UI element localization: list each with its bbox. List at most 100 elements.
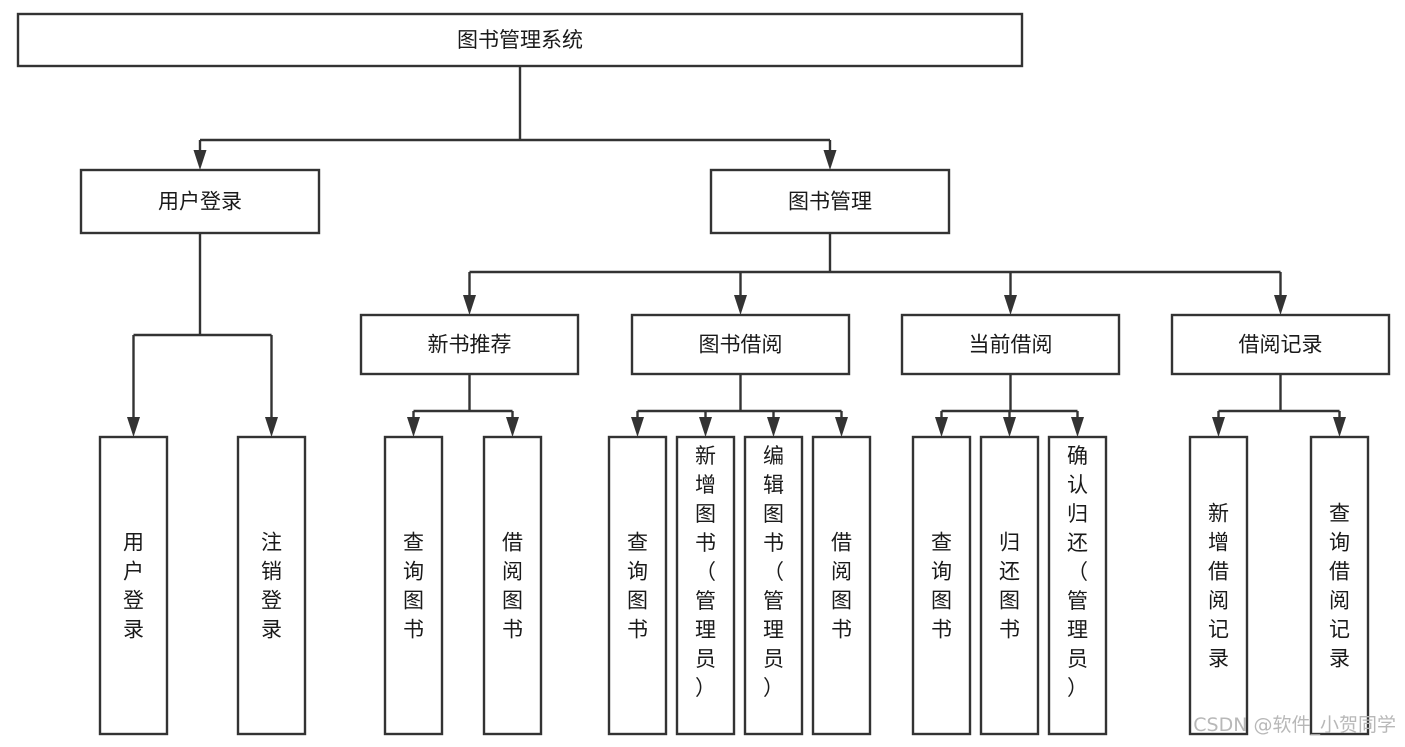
node-box-borrow-record — [1170, 313, 1391, 376]
label-char: 认 — [1067, 473, 1088, 497]
node-leaf-user-login[interactable]: 用户登录 — [98, 435, 169, 736]
node-box-leaf-return-book — [979, 435, 1040, 736]
node-borrow-record[interactable]: 借阅记录 — [1170, 313, 1391, 376]
label-char: （ — [695, 560, 716, 584]
node-box-leaf-edit-book — [743, 435, 804, 736]
label-char: 书 — [831, 618, 852, 642]
edge-group-current-borrow — [935, 374, 1084, 437]
label-char: 员 — [1067, 647, 1088, 671]
label-char: 录 — [123, 618, 144, 642]
node-user-login[interactable]: 用户登录 — [79, 168, 321, 235]
node-box-leaf-user-login — [98, 435, 169, 736]
label-char: 归 — [1067, 502, 1088, 526]
label-char: 记 — [1329, 618, 1350, 642]
label-char: 询 — [1329, 531, 1350, 555]
label-char: 确 — [1067, 444, 1088, 468]
nodes-layer: 图书管理系统用户登录图书管理新书推荐图书借阅当前借阅借阅记录用户登录注销登录查询… — [16, 12, 1391, 736]
label-char: 阅 — [1208, 589, 1229, 613]
node-box-root — [16, 12, 1024, 68]
label-char: 录 — [1329, 647, 1350, 671]
node-book-manage[interactable]: 图书管理 — [709, 168, 951, 235]
node-box-leaf-user-logout — [236, 435, 307, 736]
label-char: 管 — [763, 589, 784, 613]
label-char: 销 — [261, 560, 282, 584]
label-char: 理 — [695, 618, 716, 642]
label-char: 借 — [502, 531, 523, 555]
label-char: 归 — [999, 531, 1020, 555]
node-box-leaf-borrow-book — [811, 435, 872, 736]
node-box-leaf-query-book-cur — [911, 435, 972, 736]
label-char: 图 — [403, 589, 424, 613]
label-char: 书 — [695, 531, 716, 555]
node-current-borrow[interactable]: 当前借阅 — [900, 313, 1121, 376]
node-box-leaf-query-book-rec — [383, 435, 444, 736]
node-book-borrow[interactable]: 图书借阅 — [630, 313, 851, 376]
label-char: 理 — [1067, 618, 1088, 642]
label-char: 注 — [261, 531, 282, 555]
node-label-book-manage: 图书管理 — [788, 190, 872, 214]
edge-group-root — [193, 66, 837, 170]
node-box-leaf-query-book — [607, 435, 668, 736]
label-char: 还 — [999, 560, 1020, 584]
node-box-leaf-borrow-book-rec — [482, 435, 543, 736]
node-label-current-borrow: 当前借阅 — [969, 333, 1053, 357]
label-char: 询 — [403, 560, 424, 584]
label-char: 书 — [403, 618, 424, 642]
node-label-user-login: 用户登录 — [158, 190, 242, 214]
label-char: ） — [1067, 676, 1088, 700]
label-char: 登 — [123, 589, 144, 613]
label-char: 还 — [1067, 531, 1088, 555]
label-char: 借 — [831, 531, 852, 555]
label-char: 录 — [261, 618, 282, 642]
label-char: 员 — [763, 647, 784, 671]
node-root[interactable]: 图书管理系统 — [16, 12, 1024, 68]
node-new-book-recommend[interactable]: 新书推荐 — [359, 313, 580, 376]
edge-group-book-manage — [463, 233, 1287, 315]
label-char: 书 — [999, 618, 1020, 642]
node-box-current-borrow — [900, 313, 1121, 376]
label-char: ） — [763, 676, 784, 700]
edge-group-user-login — [127, 233, 278, 437]
edges-layer — [127, 66, 1346, 437]
node-label-root: 图书管理系统 — [457, 28, 583, 52]
label-char: （ — [1067, 560, 1088, 584]
label-char: 员 — [695, 647, 716, 671]
label-char: 用 — [123, 531, 144, 555]
label-char: 阅 — [1329, 589, 1350, 613]
label-char: 查 — [403, 531, 424, 555]
label-char: 询 — [627, 560, 648, 584]
label-char: 阅 — [831, 560, 852, 584]
label-char: 辑 — [763, 473, 784, 497]
node-box-leaf-add-record — [1188, 435, 1249, 736]
label-char: ） — [695, 676, 716, 700]
label-char: 记 — [1208, 618, 1229, 642]
label-char: 图 — [502, 589, 523, 613]
label-char: 增 — [695, 473, 716, 497]
label-char: 图 — [627, 589, 648, 613]
label-char: 增 — [1208, 531, 1229, 555]
node-box-user-login — [79, 168, 321, 235]
label-char: 书 — [763, 531, 784, 555]
